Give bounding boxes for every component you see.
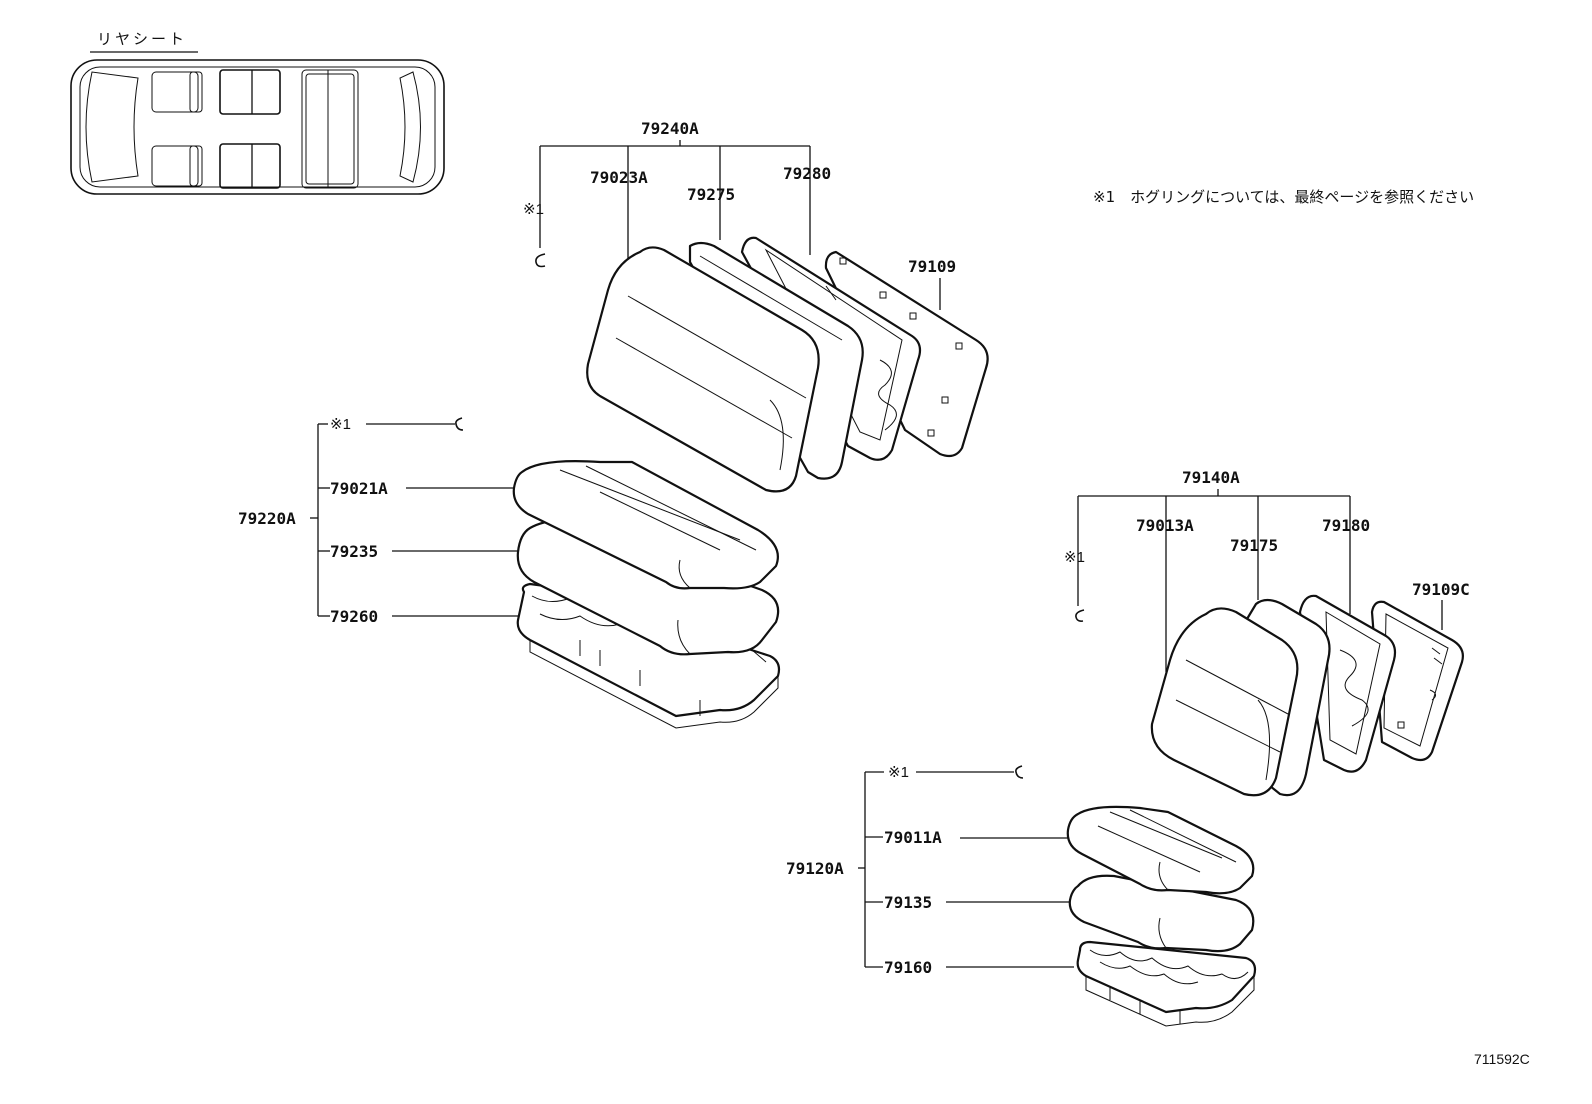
inset-title: リヤシート <box>97 30 187 48</box>
label-79023A: 79023A <box>590 168 648 187</box>
bench-seat-cushion <box>512 460 781 729</box>
hog-ring-icon <box>535 253 546 268</box>
label-79240A: 79240A <box>641 119 699 138</box>
single-seat-cushion <box>1066 805 1257 1027</box>
label-79180: 79180 <box>1322 516 1370 535</box>
label-79013A: 79013A <box>1136 516 1194 535</box>
label-79021A: 79021A <box>330 479 388 498</box>
hog-ring-marker-single-back: ※1 <box>1064 549 1085 566</box>
cushion-frame-79260 <box>516 582 781 718</box>
label-79275: 79275 <box>687 185 735 204</box>
hog-ring-marker-single-cushion: ※1 <box>888 764 909 781</box>
vehicle-body-outline <box>70 59 445 195</box>
label-79109: 79109 <box>908 257 956 276</box>
bench-back-leaders: 79240A 79023A 79275 79280 79109 ※1 <box>523 119 956 310</box>
single-back-leaders: 79140A 79013A 79175 79180 79109C ※1 <box>1064 468 1470 672</box>
label-79135: 79135 <box>884 893 932 912</box>
label-79220A: 79220A <box>238 509 296 528</box>
hog-ring-marker-bench-cushion: ※1 <box>330 416 351 433</box>
hog-ring-marker-bench-back: ※1 <box>523 201 544 218</box>
cushion-frame-79160 <box>1076 940 1257 1014</box>
label-79109C: 79109C <box>1412 580 1470 599</box>
vehicle-inset: リヤシート <box>70 30 445 195</box>
back-cover-79013A <box>1150 607 1299 797</box>
label-79260: 79260 <box>330 607 378 626</box>
label-79011A: 79011A <box>884 828 942 847</box>
cushion-cover-79011A <box>1066 805 1255 895</box>
label-79235: 79235 <box>330 542 378 561</box>
label-79280: 79280 <box>783 164 831 183</box>
diagram-code: 711592C <box>1474 1051 1530 1067</box>
bench-cushion-leaders: ※1 79220A 79021A 79235 79260 <box>238 416 520 626</box>
label-79140A: 79140A <box>1182 468 1240 487</box>
back-cover-79023A <box>586 246 820 493</box>
single-cushion-leaders: ※1 79120A 79011A 79135 79160 <box>786 764 1074 977</box>
rear-seat-highlight-right <box>219 143 281 189</box>
label-79160: 79160 <box>884 958 932 977</box>
label-79120A: 79120A <box>786 859 844 878</box>
cushion-cover-79021A <box>512 460 779 590</box>
back-board-79109C <box>1370 600 1464 762</box>
label-79175: 79175 <box>1230 536 1278 555</box>
single-seat-back <box>1150 594 1464 797</box>
rear-seat-highlight-left <box>219 69 281 115</box>
hog-ring-note: ※1 ホグリングについては、最終ページを参照ください <box>1093 188 1474 206</box>
bench-seat-back <box>586 236 989 493</box>
